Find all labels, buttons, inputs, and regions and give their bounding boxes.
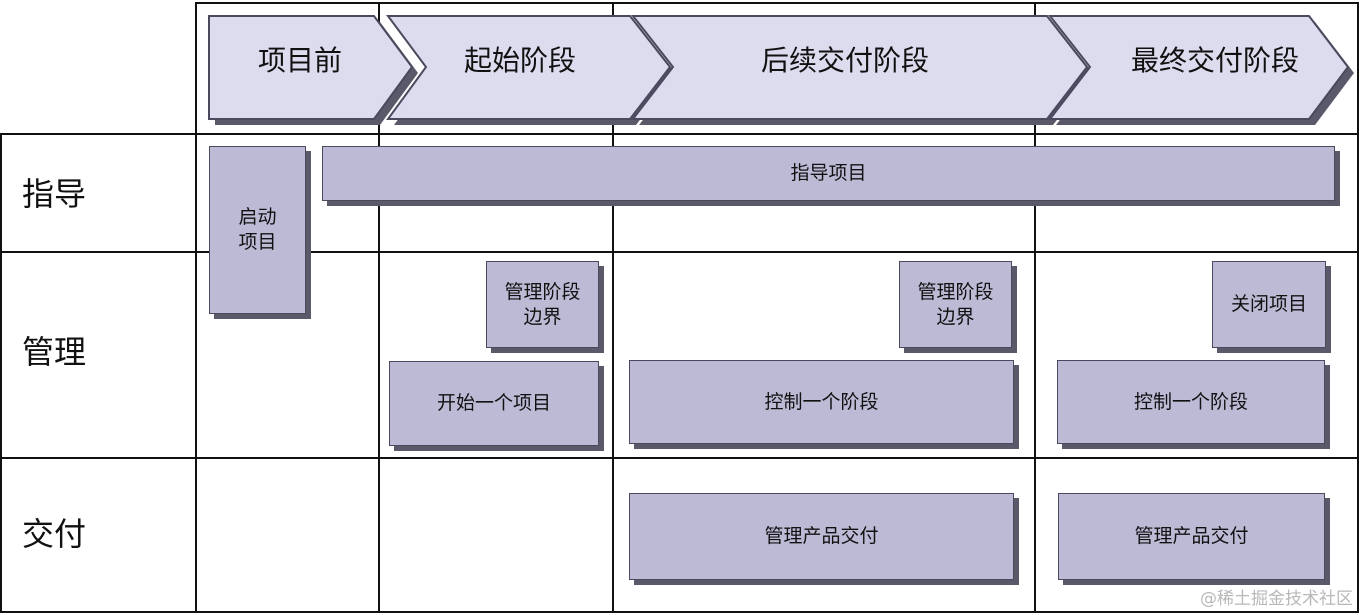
process-box-label: 指导项目	[790, 162, 867, 185]
phase-chevron	[630, 15, 1089, 120]
process-box-close-project: 关闭项目	[1212, 261, 1326, 348]
phase-chevron	[1047, 15, 1350, 120]
process-box-direct-project: 指导项目	[322, 146, 1335, 201]
grid-line	[195, 2, 197, 613]
grid-line	[612, 2, 614, 613]
process-box-control-stage-2: 控制一个阶段	[1057, 360, 1325, 444]
process-box-label: 管理产品交付	[1134, 525, 1249, 548]
row-label-directing: 指导	[22, 175, 87, 213]
row-label-managing: 管理	[22, 333, 87, 371]
phase-label-initiation: 起始阶段	[463, 44, 576, 77]
process-box-manage-delivery-1: 管理产品交付	[629, 493, 1014, 580]
row-label-delivering: 交付	[22, 515, 87, 553]
process-box-control-stage-1: 控制一个阶段	[629, 360, 1014, 444]
process-box-label: 边界	[936, 305, 975, 328]
grid-line	[0, 133, 2, 613]
process-box-label: 关闭项目	[1230, 293, 1307, 316]
phase-chevron	[386, 15, 672, 120]
process-box-label: 控制一个阶段	[764, 390, 879, 413]
process-box-label: 项目	[238, 231, 277, 253]
grid-line	[1034, 2, 1036, 613]
process-box-label: 边界	[523, 305, 562, 328]
process-box-manage-delivery-2: 管理产品交付	[1058, 493, 1325, 580]
grid-line	[0, 251, 1359, 253]
process-box-manage-stage-boundary-1: 管理阶段 边界	[486, 261, 599, 348]
process-box-label: 管理产品交付	[764, 525, 879, 548]
grid-line	[1357, 2, 1359, 613]
grid-line	[195, 2, 1359, 4]
phase-chevrons	[208, 15, 1354, 125]
process-box-start-project: 启动 项目	[209, 146, 306, 314]
grid-line	[378, 2, 380, 613]
phase-chevron	[208, 15, 414, 120]
process-box-label: 控制一个阶段	[1133, 390, 1248, 413]
process-box-label: 管理阶段	[504, 280, 581, 303]
process-box-label: 启动	[238, 206, 277, 229]
grid-line	[0, 611, 1359, 613]
watermark: @稀土掘金技术社区	[1200, 589, 1353, 609]
phase-label-subsequent-delivery: 后续交付阶段	[760, 44, 929, 77]
grid-line	[0, 133, 1359, 135]
phase-label-pre-project: 项目前	[257, 44, 342, 77]
process-box-initiate-project: 开始一个项目	[389, 361, 599, 446]
process-box-manage-stage-boundary-2: 管理阶段 边界	[899, 261, 1012, 348]
process-box-label: 管理阶段	[917, 280, 994, 303]
process-box-label: 开始一个项目	[436, 392, 551, 415]
phase-label-final-delivery: 最终交付阶段	[1130, 44, 1299, 77]
grid-line	[0, 457, 1359, 459]
